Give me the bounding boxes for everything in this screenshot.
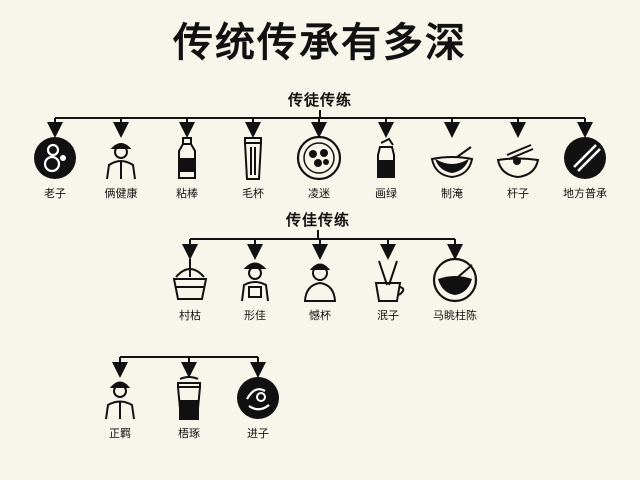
node-label: 粘棒 (176, 187, 198, 200)
chopsticks-bowl-icon (496, 144, 540, 179)
node-label: 制淹 (441, 187, 463, 200)
tall-cup-icon (244, 137, 262, 180)
node-label: 马眺柱陈 (433, 309, 477, 322)
node-1-5: 凌迷 (284, 135, 354, 201)
man-cap-icon (105, 381, 135, 420)
cup-sticks-icon (374, 260, 405, 302)
node-label: 俩健康 (104, 187, 138, 200)
jug-icon (377, 137, 395, 178)
node-label: 画绿 (375, 187, 397, 200)
bottle-icon (178, 137, 196, 179)
gourd-circle-icon (34, 137, 76, 179)
node-label: 憾杯 (309, 309, 331, 322)
man-icon (303, 263, 337, 302)
node-label: 地方普承 (563, 187, 607, 200)
page-title: 传统传承有多深 (173, 20, 467, 66)
basket-icon (172, 259, 208, 300)
dumpling-bowl-icon (296, 135, 342, 181)
group-heading-2: 传佳传练 (285, 211, 350, 229)
node-label: 正羁 (109, 427, 131, 440)
chopsticks-circle-icon (564, 137, 606, 179)
node-1-1: 老子 (20, 135, 90, 201)
node-2-4: 泯子 (353, 257, 423, 323)
node-label: 形佳 (244, 309, 266, 322)
node-label: 梧琢 (178, 427, 200, 440)
mortar-bowl-icon (430, 146, 474, 179)
worker-icon (106, 143, 136, 180)
node-1-4: 毛杯 (218, 135, 288, 201)
node-2-1: 村枯 (155, 257, 225, 323)
node-2-2: 形佳 (220, 257, 290, 323)
node-label: 村枯 (179, 309, 201, 322)
face-circle-icon (237, 377, 279, 419)
node-2-5: 马眺柱陈 (420, 257, 490, 323)
person-cap-icon (241, 262, 269, 302)
soup-bowl-icon (432, 257, 478, 303)
node-label: 凌迷 (308, 187, 330, 200)
node-label: 杆子 (507, 187, 529, 200)
node-label: 老子 (44, 187, 66, 200)
group-heading-1: 传徒传练 (287, 91, 352, 109)
node-1-7: 制淹 (417, 135, 487, 201)
node-3-3: 进子 (223, 375, 293, 441)
node-2-3: 憾杯 (285, 257, 355, 323)
node-label: 进子 (247, 427, 269, 440)
node-1-9: 地方普承 (550, 135, 620, 201)
node-1-8: 杆子 (483, 135, 553, 201)
node-1-2: 俩健康 (86, 135, 156, 201)
node-3-2: 梧琢 (154, 375, 224, 441)
node-label: 毛杯 (242, 187, 264, 200)
node-1-6: 画绿 (351, 135, 421, 201)
node-label: 泯子 (377, 309, 399, 322)
node-3-1: 正羁 (85, 375, 155, 441)
tea-cup-icon (177, 376, 201, 420)
node-1-3: 粘棒 (152, 135, 222, 201)
